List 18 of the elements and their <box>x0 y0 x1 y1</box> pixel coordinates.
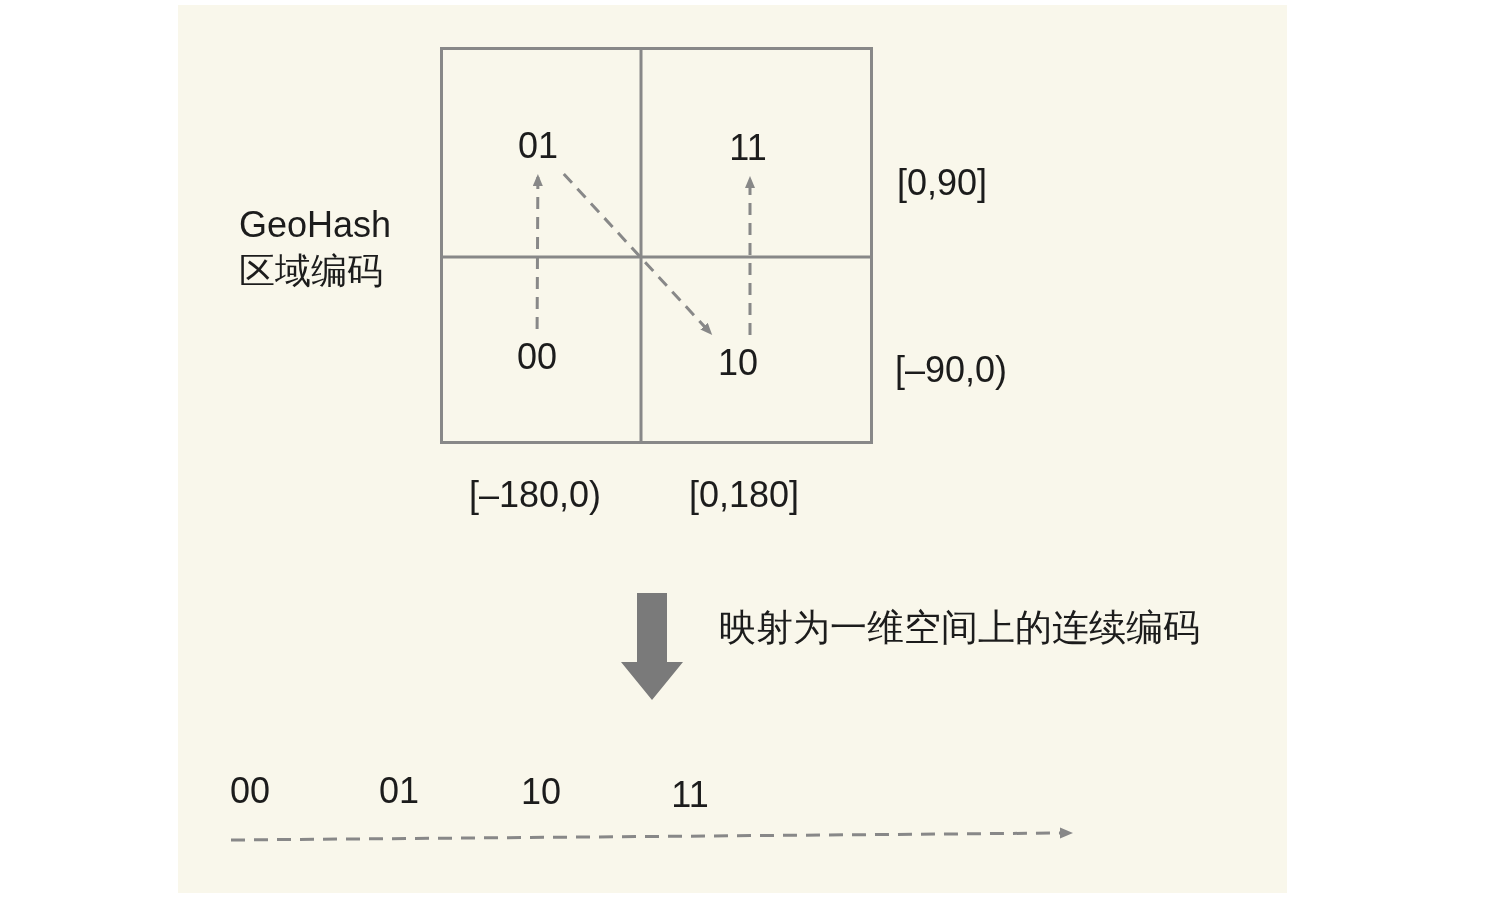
range-label: [0,90] <box>896 163 988 203</box>
grid-caption: GeoHash 区域编码 <box>239 203 393 293</box>
quadrant-code: 00 <box>507 329 567 385</box>
mapping-note: 映射为一维空间上的连续编码 <box>719 605 1200 649</box>
sequence-code: 11 <box>671 775 709 815</box>
sequence-code: 10 <box>521 772 561 812</box>
range-label: [0,180] <box>688 475 800 515</box>
range-label: [–180,0) <box>468 475 602 515</box>
quadrant-code: 01 <box>508 118 568 174</box>
quadrant-code: 11 <box>719 120 777 176</box>
sequence-code: 00 <box>230 771 270 811</box>
arrow <box>745 176 755 335</box>
arrow <box>562 173 714 336</box>
sequence-code: 01 <box>379 771 419 811</box>
arrow <box>532 174 543 329</box>
range-label: [–90,0) <box>894 350 1008 390</box>
quadrant-grid <box>440 47 873 444</box>
quadrant-code: 10 <box>708 335 768 391</box>
